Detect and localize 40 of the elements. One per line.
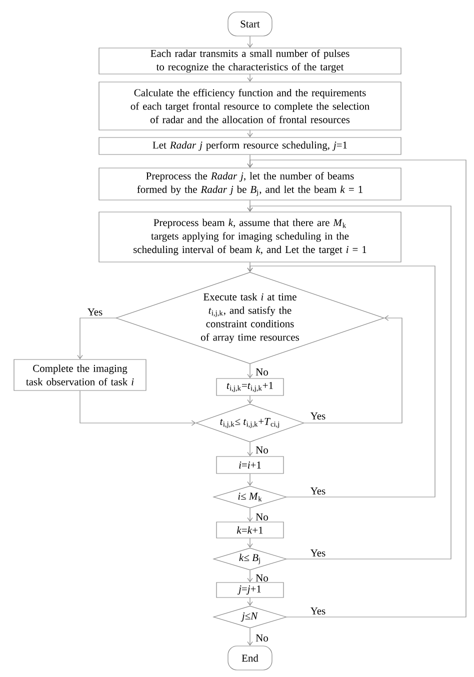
- edge-label: No: [256, 634, 268, 642]
- process-box: Complete the imaging task observation of task i: [14, 359, 146, 391]
- arrow: [247, 474, 253, 486]
- edge-label: No: [256, 368, 268, 376]
- process-box: Calculate the efficiency function and the requirements of each target frontal resource to complete the selection of radar and the allocation of frontal resources: [98, 82, 402, 130]
- process-box: Each radar transmits a small number of pulses to recognize the characteristics of the target: [98, 48, 402, 74]
- edge-label: Yes: [310, 608, 326, 614]
- edge-label: Yes: [310, 550, 326, 556]
- process-box: j=j+1: [216, 582, 284, 598]
- arrow: [77, 318, 116, 360]
- arrow: [304, 315, 402, 424]
- edge-label: No: [256, 446, 268, 454]
- process-box: Preprocess the Radar j, let the number of beams formed by the Radar j be B$_{j}$, and let the beam k = 1: [98, 168, 402, 200]
- edge-label: Yes: [310, 488, 326, 494]
- arrow: [247, 364, 253, 378]
- edge-label: No: [256, 574, 268, 582]
- arrow: [80, 390, 196, 426]
- process-box: i=i+1: [216, 456, 284, 474]
- arrow: [247, 598, 253, 606]
- edge-label: No: [256, 514, 268, 520]
- arrow: [247, 130, 253, 138]
- terminal-box: End: [228, 646, 272, 670]
- arrow: [247, 206, 452, 560]
- arrow: [247, 396, 253, 404]
- arrow: [247, 160, 466, 618]
- arrow: [247, 442, 253, 456]
- arrow: [247, 570, 253, 582]
- arrow: [247, 538, 253, 548]
- process-box: k=k+1: [216, 522, 284, 538]
- arrow: [247, 628, 253, 646]
- process-box: Preprocess beam k, assume that there are M$_{k}$ targets applying for imaging scheduling in the scheduling interval of beam k, and Let the target i = 1: [98, 212, 402, 262]
- arrow: [247, 508, 253, 522]
- edge-label: Yes: [310, 412, 326, 420]
- edge-label: Yes: [88, 308, 102, 316]
- terminal-box: Start: [228, 12, 272, 36]
- arrow: [247, 74, 253, 82]
- process-box: Let Radar j perform resource scheduling, j=1: [98, 137, 402, 155]
- arrow: [247, 266, 436, 498]
- process-box: t$_{i,j,k}$=t$_{i,j,k}$+1: [216, 378, 284, 396]
- arrow: [247, 36, 253, 48]
